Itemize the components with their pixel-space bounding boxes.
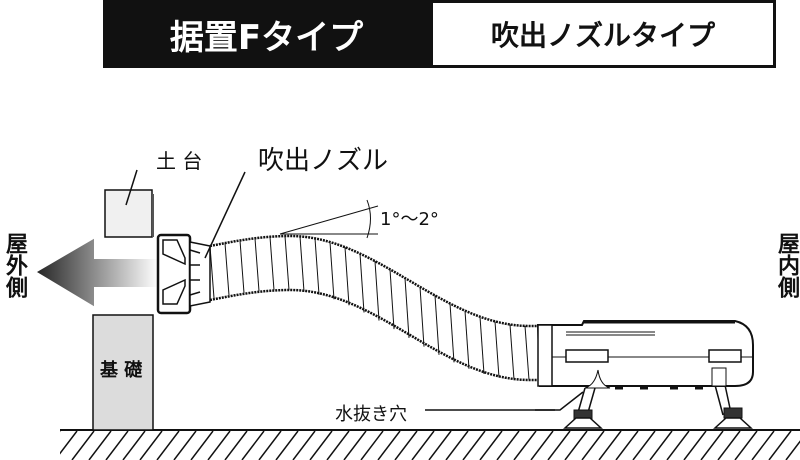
ground-hatch — [734, 431, 758, 460]
hose-rib — [404, 278, 410, 338]
ground-hatch — [462, 431, 486, 460]
ground-hatch — [224, 431, 248, 460]
ground-hatch — [717, 431, 741, 460]
ground-hatch — [258, 431, 282, 460]
ground-hatch — [581, 431, 605, 460]
ground-hatch — [275, 431, 299, 460]
outflow-arrow — [33, 235, 159, 310]
ground-hatch — [683, 431, 707, 460]
ground-hatch — [156, 431, 180, 460]
ground-hatch — [411, 431, 435, 460]
ground-hatch — [751, 431, 775, 460]
ground-hatch — [649, 431, 673, 460]
ground-hatch — [479, 431, 503, 460]
angle-indicator — [279, 199, 379, 239]
hose-rib — [344, 247, 350, 306]
flexible-hose — [209, 234, 545, 382]
ground-hatch — [241, 431, 265, 460]
ground-hatch — [292, 431, 316, 460]
hose-rib — [509, 324, 515, 380]
subtype-title: 吹出ノズルタイプ — [430, 0, 776, 68]
hose-rib — [419, 286, 425, 347]
hose-rib — [464, 310, 470, 369]
hose-rib — [479, 316, 485, 375]
hose-rib — [524, 325, 530, 381]
ground-hatch — [496, 431, 520, 460]
ground-hatch — [530, 431, 554, 460]
ground-hatch — [71, 431, 95, 460]
foundation — [92, 314, 154, 431]
hose-rib — [314, 238, 320, 295]
ground-hatch — [309, 431, 333, 460]
ground-hatch — [785, 440, 800, 460]
ground-hatch — [394, 431, 418, 460]
ground-hatch — [768, 431, 792, 460]
hose-rib — [374, 261, 380, 321]
outlet-nozzle — [156, 233, 211, 315]
ground-hatch — [377, 431, 401, 460]
outdoor-side-label: 屋外側 — [2, 232, 27, 298]
ground-hatch — [88, 431, 112, 460]
heater-unit — [535, 320, 754, 429]
indoor-side-label: 屋内側 — [774, 232, 799, 298]
ground-hatch — [700, 431, 724, 460]
ground-hatch — [207, 431, 231, 460]
ground-hatch — [60, 431, 78, 455]
ground-hatch — [343, 431, 367, 460]
hose-rib — [239, 240, 245, 293]
ground-hatch — [326, 431, 350, 460]
ground-hatch — [190, 431, 214, 460]
hose-rib — [434, 295, 440, 355]
ground-hatch — [122, 431, 146, 460]
ground-hatch — [139, 431, 163, 460]
ground-hatch — [615, 431, 639, 460]
ground-hatch — [666, 431, 690, 460]
hose-rib — [329, 241, 335, 300]
angle-label: 1°～2° — [380, 209, 439, 230]
hose-rib — [494, 321, 500, 378]
ground-hatch — [105, 431, 129, 460]
ground-hatch — [598, 431, 622, 460]
ground-hatch — [547, 431, 571, 460]
drain-hole-label: 水抜き穴 — [335, 404, 407, 425]
hose-rib — [224, 243, 230, 296]
hose-rib — [389, 269, 395, 330]
ground-hatch — [564, 431, 588, 460]
hose-rib — [284, 236, 290, 291]
ground-hatch — [60, 431, 61, 433]
ground-hatch — [632, 431, 656, 460]
ground — [60, 429, 800, 460]
ground-hatch — [513, 431, 537, 460]
ground-hatch — [428, 431, 452, 460]
sill-label: 土 台 — [156, 149, 203, 173]
hose-rib — [449, 303, 455, 363]
ground-hatch — [173, 431, 197, 460]
ground-hatch — [360, 431, 384, 460]
hose-rib — [299, 236, 305, 292]
hose-rib — [269, 236, 275, 291]
hose-rib — [254, 238, 260, 292]
ground-hatch — [445, 431, 469, 460]
hose-rib — [359, 253, 365, 313]
foundation-label: 基 礎 — [100, 360, 143, 381]
type-title: 据置Fタイプ — [103, 0, 430, 68]
nozzle-label: 吹出ノズル — [258, 146, 389, 176]
